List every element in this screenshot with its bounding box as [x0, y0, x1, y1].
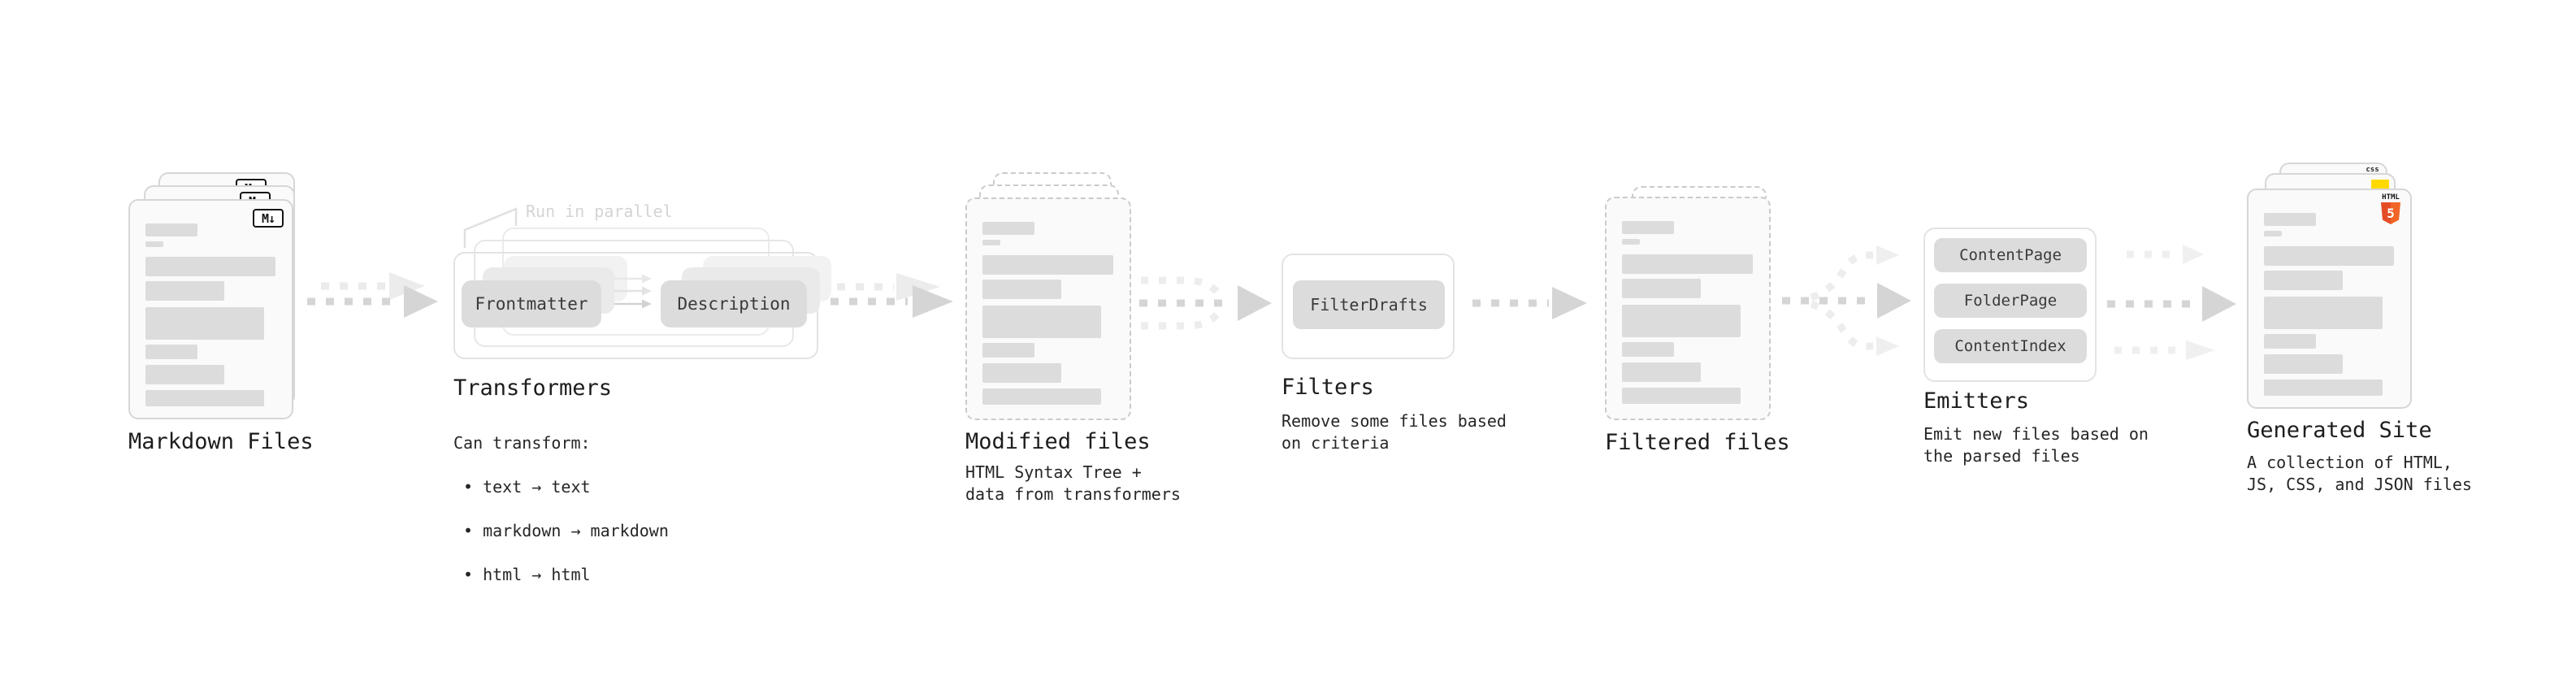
emitters-title: Emitters [1923, 388, 2030, 414]
transformers-title: Transformers [453, 375, 613, 401]
transform-step-arrows-icon [614, 274, 652, 309]
html5-icon-label: HTML [2382, 193, 2400, 202]
modified-file-card-front [965, 197, 1131, 420]
contentindex-pill: ContentIndex [1934, 329, 2087, 363]
arrow-merge-to-filters-icon [1139, 276, 1272, 330]
folderpage-pill: FolderPage [1934, 284, 2087, 318]
arrow-filters-to-filtered-icon [1472, 287, 1587, 319]
transformers-bullet: • markdown → markdown [463, 521, 669, 540]
arrow-transformers-to-modified-icon [830, 273, 953, 318]
arrow-split-to-emitters-icon [1782, 245, 1911, 356]
generated-site-title: Generated Site [2247, 418, 2432, 443]
arrow-emitters-to-site-icon [2107, 245, 2236, 360]
transformers-bullet: • html → html [463, 565, 591, 584]
arrow-markdown-to-transformers-icon [307, 272, 438, 318]
contentpage-pill: ContentPage [1934, 238, 2087, 272]
markdown-file-card-front: M↓ [128, 199, 293, 419]
file-content-skeleton [1622, 221, 1753, 404]
filtered-file-card-front [1605, 197, 1771, 420]
filters-title: Filters [1281, 375, 1374, 400]
css-icon-label: css [2366, 166, 2379, 174]
filterdrafts-pill: FilterDrafts [1293, 280, 1445, 329]
html5-number: 5 [2387, 205, 2395, 221]
html5-icon: HTML 5 [2381, 194, 2400, 224]
filtered-files-title: Filtered files [1605, 430, 1790, 455]
frontmatter-pill: Frontmatter [462, 280, 601, 327]
description-pill: Description [661, 280, 807, 327]
modified-files-description: HTML Syntax Tree + data from transformer… [965, 462, 1181, 504]
file-content-skeleton [2264, 213, 2394, 396]
parallel-bracket-icon [463, 207, 518, 248]
run-in-parallel-note: Run in parallel [526, 202, 673, 221]
file-content-skeleton [145, 223, 275, 406]
html5-shield: 5 [2381, 202, 2400, 224]
transformers-bullet: • text → text [463, 477, 591, 497]
modified-files-title: Modified files [965, 429, 1151, 454]
generated-site-description: A collection of HTML, JS, CSS, and JSON … [2247, 453, 2472, 494]
transformers-description: Can transform: • text → text • markdown … [453, 410, 669, 608]
markdown-icon: M↓ [253, 209, 284, 228]
markdown-files-title: Markdown Files [128, 429, 314, 454]
filters-description: Remove some files based on criteria [1281, 411, 1507, 453]
emitters-description: Emit new files based on the parsed files [1923, 424, 2149, 466]
javascript-icon [2371, 180, 2389, 189]
transformers-intro: Can transform: [453, 433, 591, 453]
file-content-skeleton [982, 222, 1113, 405]
site-file-card-html: HTML 5 [2247, 189, 2412, 409]
